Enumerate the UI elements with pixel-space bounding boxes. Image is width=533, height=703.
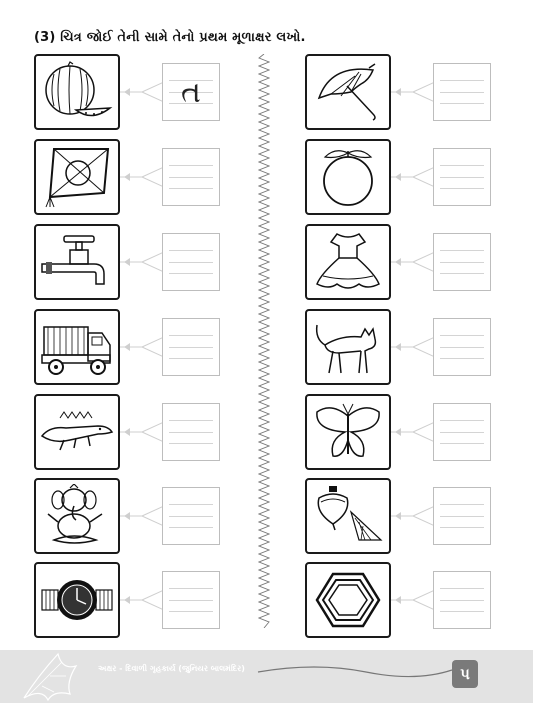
crocodile-icon — [40, 411, 114, 451]
footer-swoosh — [257, 666, 453, 678]
answer-box-kite[interactable] — [162, 148, 220, 206]
watermelon-picture — [34, 54, 120, 130]
frock-picture — [305, 224, 391, 300]
umbrella-icon — [317, 63, 376, 121]
item-row-tap — [34, 224, 234, 306]
connector-arrow — [120, 167, 164, 187]
connector-arrow — [391, 506, 435, 526]
connector-arrow — [120, 422, 164, 442]
umbrella-picture — [305, 54, 391, 130]
answer-box-hexagon[interactable] — [433, 571, 491, 629]
item-row-ganesha — [34, 478, 234, 560]
connector-arrow — [391, 252, 435, 272]
answer-box-truck[interactable] — [162, 318, 220, 376]
answer-box-spinning-top[interactable] — [433, 487, 491, 545]
item-row-hexagon — [305, 562, 505, 644]
answer-box-ganesha[interactable] — [162, 487, 220, 545]
answer-box-crocodile[interactable] — [162, 403, 220, 461]
item-row-spinning-top — [305, 478, 505, 560]
tap-icon — [41, 235, 105, 285]
answer-box-tap[interactable] — [162, 233, 220, 291]
connector-arrow — [120, 252, 164, 272]
item-row-frock — [305, 224, 505, 306]
item-row-umbrella — [305, 54, 505, 136]
page-footer: અક્ષર - દિવાળી ગૃહકાર્ય (જુનિયર બાલમંદિર… — [0, 650, 533, 703]
item-row-orange — [305, 139, 505, 221]
answer-box-cat[interactable] — [433, 318, 491, 376]
truck-icon — [41, 326, 111, 375]
ganesha-icon — [47, 484, 103, 544]
kite-icon — [45, 148, 110, 208]
connector-arrow — [391, 590, 435, 610]
item-row-watermelon: ત — [34, 54, 234, 136]
answer-box-wristwatch[interactable] — [162, 571, 220, 629]
hexagon-picture — [305, 562, 391, 638]
orange-picture — [305, 139, 391, 215]
footer-book-title: અક્ષર - દિવાળી ગૃહકાર્ય (જુનિયર બાલમંદિર… — [98, 664, 245, 673]
spinning-top-icon — [317, 486, 383, 541]
answer-box-watermelon[interactable]: ત — [162, 63, 220, 121]
connector-arrow — [391, 422, 435, 442]
connector-arrow — [391, 337, 435, 357]
column-divider — [258, 54, 270, 628]
item-row-butterfly — [305, 394, 505, 476]
wristwatch-picture — [34, 562, 120, 638]
answer-box-umbrella[interactable] — [433, 63, 491, 121]
crocodile-picture — [34, 394, 120, 470]
item-row-cat — [305, 309, 505, 391]
connector-arrow — [120, 506, 164, 526]
connector-arrow — [391, 167, 435, 187]
watermelon-icon — [45, 61, 113, 117]
page-number: પ — [452, 660, 478, 688]
connector-arrow — [120, 337, 164, 357]
answer-box-frock[interactable] — [433, 233, 491, 291]
spinning-top-picture — [305, 478, 391, 554]
truck-picture — [34, 309, 120, 385]
leaf-decoration-icon — [23, 652, 78, 702]
butterfly-picture — [305, 394, 391, 470]
exercise-title: (3) ચિત્ર જોઈ તેની સામે તેનો પ્રથમ મૂળાક… — [34, 30, 306, 45]
cat-picture — [305, 309, 391, 385]
ganesha-picture — [34, 478, 120, 554]
item-row-wristwatch — [34, 562, 234, 644]
wristwatch-icon — [41, 580, 113, 620]
connector-arrow — [120, 82, 164, 102]
item-row-kite — [34, 139, 234, 221]
orange-icon — [323, 150, 373, 206]
connector-arrow — [120, 590, 164, 610]
answer-box-orange[interactable] — [433, 148, 491, 206]
tap-picture — [34, 224, 120, 300]
answer-letter: ત — [181, 74, 201, 110]
butterfly-icon — [316, 403, 380, 457]
hexagon-icon — [315, 572, 381, 628]
kite-picture — [34, 139, 120, 215]
item-row-truck — [34, 309, 234, 391]
answer-box-butterfly[interactable] — [433, 403, 491, 461]
cat-icon — [315, 324, 377, 374]
frock-icon — [316, 233, 380, 289]
item-row-crocodile — [34, 394, 234, 476]
connector-arrow — [391, 82, 435, 102]
